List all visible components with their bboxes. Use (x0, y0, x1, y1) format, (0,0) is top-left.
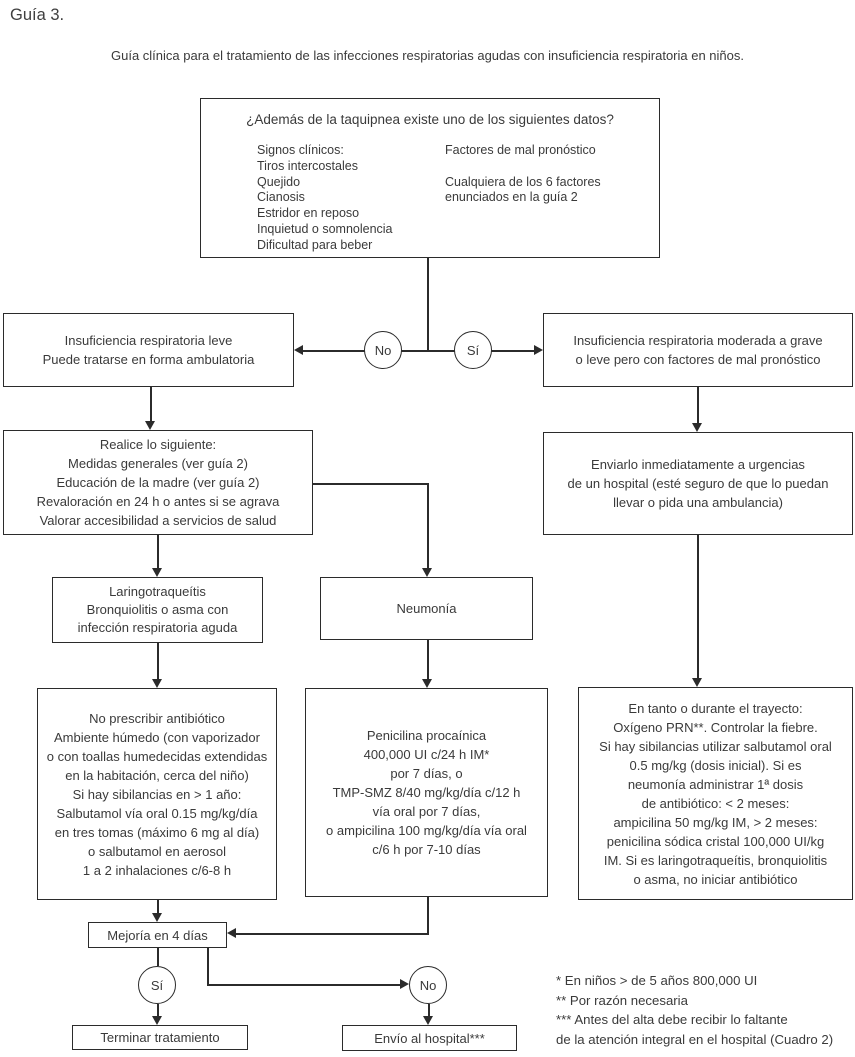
box-tratamiento-neumonia: Penicilina procaínica 400,000 UI c/24 h … (305, 688, 548, 897)
connector-realice-elbow-h (312, 483, 428, 485)
connector-realice-elbow-v (427, 483, 429, 570)
arrowhead-to-leve (294, 345, 303, 355)
connector-leve-down (150, 387, 152, 423)
box-terminar: Terminar tratamiento (72, 1025, 248, 1050)
connector-mejoria-to-si (157, 948, 159, 966)
decision-si-top: Sí (454, 331, 492, 369)
connector-enviarlo-down (697, 535, 699, 680)
connector-tleft-down (157, 900, 159, 915)
arrowhead-to-realice (145, 421, 155, 430)
decision-no-top: No (364, 331, 402, 369)
box-insuficiencia-leve: Insuficiencia respiratoria leve Puede tr… (3, 313, 294, 387)
question-text: ¿Además de la taquipnea existe uno de lo… (246, 112, 614, 127)
arrowhead-to-tratamiento-neumonia (422, 679, 432, 688)
box-laringotraqueitis: Laringotraqueítis Bronquiolitis o asma c… (52, 577, 263, 643)
prognostic-factors-list: Factores de mal pronóstico Cualquiera de… (445, 143, 601, 205)
box-tratamiento-ambulatorio: No prescribir antibiótico Ambiente húmed… (37, 688, 277, 900)
arrowhead-to-terminar (152, 1016, 162, 1025)
connector-question-down (427, 258, 429, 351)
page-title: Guía 3. (10, 6, 65, 24)
box-mejoria: Mejoría en 4 días (88, 922, 227, 948)
connector-tmid-elbow-v (427, 897, 429, 935)
connector-decision-horizontal (303, 350, 534, 352)
box-insuficiencia-moderada: Insuficiencia respiratoria moderada a gr… (543, 313, 853, 387)
arrowhead-tmid-to-mejoria (227, 928, 236, 938)
arrowhead-to-neumonia (422, 568, 432, 577)
connector-no-down (428, 1004, 430, 1017)
arrowhead-to-laringotraqueitis (152, 568, 162, 577)
arrowhead-to-envio-hospital (423, 1016, 433, 1025)
question-columns: Signos clínicos: Tiros intercostales Que… (201, 143, 659, 254)
connector-neumonia-down (427, 640, 429, 681)
connector-moderada-down (697, 387, 699, 425)
footnotes: * En niños > de 5 años 800,000 UI ** Por… (556, 973, 834, 1047)
arrowhead-to-moderada (534, 345, 543, 355)
arrowhead-to-mejoria (152, 913, 162, 922)
box-enviarlo: Enviarlo inmediatamente a urgencias de u… (543, 432, 853, 535)
box-neumonia: Neumonía (320, 577, 533, 640)
connector-tmid-elbow-h (236, 933, 428, 935)
box-envio-hospital: Envío al hospital*** (342, 1025, 517, 1051)
arrowhead-to-no-circle (400, 979, 409, 989)
connector-si-down (157, 1004, 159, 1017)
page-subtitle: Guía clínica para el tratamiento de las … (110, 48, 744, 63)
box-tratamiento-traslado: En tanto o durante el trayecto: Oxígeno … (578, 687, 853, 900)
arrowhead-to-tratamiento-ambulatorio (152, 679, 162, 688)
connector-mejoria-no-h (207, 984, 400, 986)
decision-no-bottom: No (409, 966, 447, 1004)
question-box: ¿Además de la taquipnea existe uno de lo… (200, 98, 660, 258)
connector-mejoria-no-v (207, 948, 209, 985)
box-realice: Realice lo siguiente: Medidas generales … (3, 430, 313, 535)
clinical-signs-list: Signos clínicos: Tiros intercostales Que… (257, 143, 393, 252)
connector-realice-down (157, 535, 159, 570)
connector-laringo-down (157, 643, 159, 681)
arrowhead-to-enviarlo (692, 423, 702, 432)
decision-si-bottom: Sí (138, 966, 176, 1004)
arrowhead-to-tratamiento-traslado (692, 678, 702, 687)
